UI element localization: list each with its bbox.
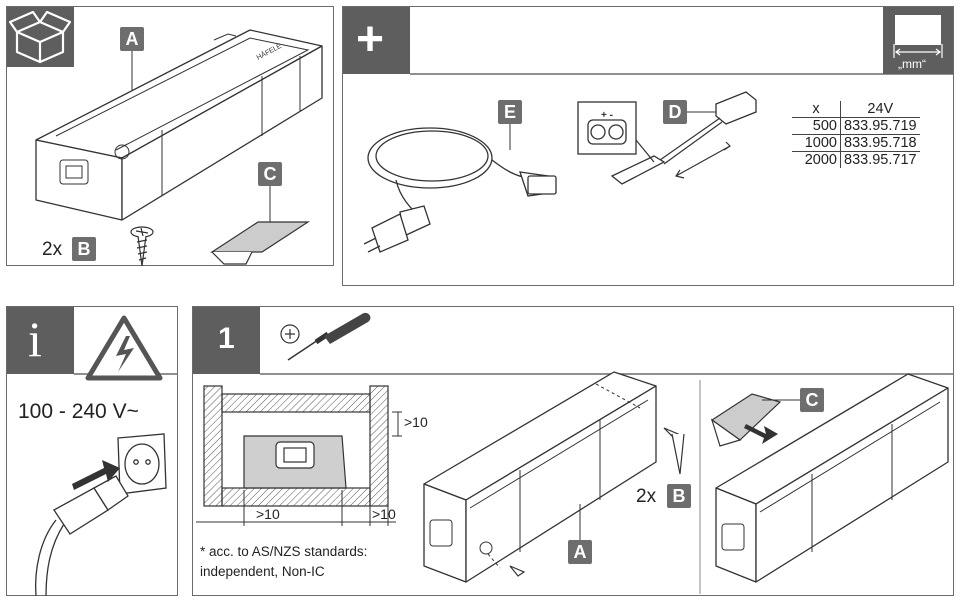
table-header-row: x 24V — [792, 101, 920, 118]
clearance-bottom-right: >10 — [372, 506, 396, 522]
label-a-step: A — [568, 540, 592, 564]
voltage-label: 100 - 240 V~ — [18, 400, 139, 423]
label-e: E — [498, 100, 522, 124]
label-d: D — [663, 100, 687, 124]
table-cell-code: 833.95.717 — [844, 152, 917, 168]
article-table: x 24V 500 833.95.719 1000 833.95.718 200… — [792, 101, 920, 168]
quantity-b: 2x — [42, 239, 63, 260]
standards-note-line1: * acc. to AS/NZS standards: — [200, 544, 368, 559]
svg-text:+ -: + - — [601, 110, 613, 121]
info-icon: i — [28, 311, 42, 367]
info-tab — [7, 307, 74, 374]
standards-note-line2: independent, Non-IC — [200, 564, 325, 579]
table-cell-length: 2000 — [792, 151, 841, 168]
table-cell-length: 500 — [792, 117, 841, 135]
table-row: 2000 833.95.717 — [792, 151, 920, 168]
table-header-x: x — [792, 101, 841, 118]
table-cell-code: 833.95.718 — [840, 134, 920, 152]
clearance-bottom-left: >10 — [256, 506, 280, 522]
label-a: A — [120, 27, 144, 51]
clearance-top: >10 — [404, 414, 428, 430]
table-header-voltage: 24V — [840, 101, 920, 118]
plus-tab — [343, 7, 410, 74]
label-c: C — [258, 162, 282, 186]
table-cell-code: 833.95.719 — [840, 117, 920, 135]
step-tab — [193, 307, 260, 374]
label-b-step: B — [667, 484, 691, 508]
label-b: B — [72, 237, 96, 261]
step-number: 1 — [218, 322, 235, 355]
plus-symbol: + — [356, 13, 385, 66]
label-c-step: C — [800, 388, 824, 412]
table-row: 1000 833.95.718 — [792, 134, 920, 152]
table-cell-length: 1000 — [792, 134, 841, 152]
quantity-b-step: 2x — [636, 486, 657, 507]
table-row: 500 833.95.719 — [792, 117, 920, 135]
unit-label: „mm“ — [898, 57, 926, 71]
